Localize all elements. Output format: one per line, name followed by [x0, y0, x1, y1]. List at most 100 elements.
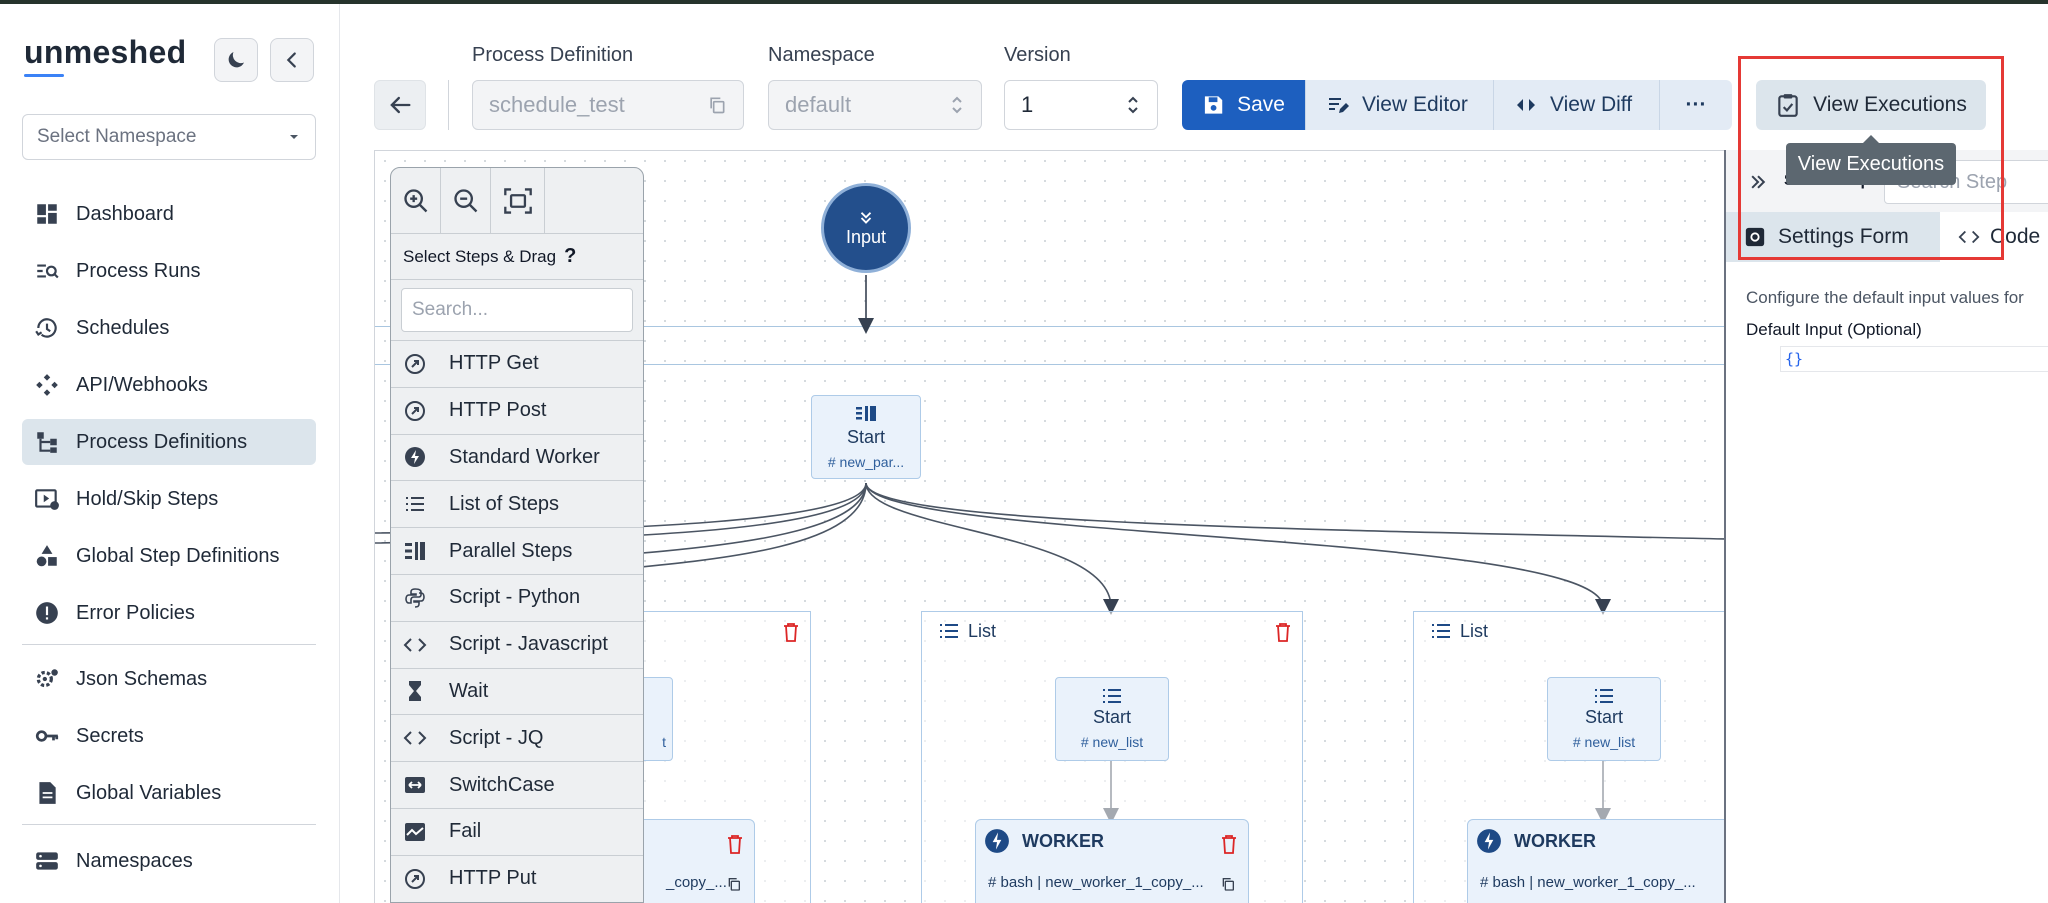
palette-item-http-put[interactable]: HTTP Put: [391, 854, 643, 902]
palette-item-label: Script - JQ: [449, 726, 544, 749]
process-runs-icon: [37, 264, 59, 279]
process-definition-field[interactable]: schedule_test: [472, 80, 744, 130]
palette-item-script-javascript[interactable]: Script - Javascript: [391, 620, 643, 668]
process-definition-value: schedule_test: [489, 92, 625, 117]
view-executions-button[interactable]: View Executions: [1756, 80, 1986, 130]
zoom-out-button[interactable]: [441, 168, 491, 234]
sidebar-item-global-step-definitions[interactable]: Global Step Definitions: [22, 533, 316, 579]
list-start-title: Start: [1584, 706, 1623, 727]
expand-panel-icon[interactable]: [1748, 172, 1768, 192]
sidebar-item-namespaces[interactable]: Namespaces: [22, 838, 316, 884]
worker-sub: # bash | new_worker_1_copy_...: [988, 874, 1204, 891]
sidebar-item-label: Error Policies: [76, 601, 195, 624]
list-icon: [406, 497, 424, 512]
theme-toggle-button[interactable]: [214, 38, 258, 82]
app-logo: unmeshed: [24, 34, 187, 70]
tab-settings-form[interactable]: Settings Form: [1726, 212, 1940, 262]
copy-icon[interactable]: [1220, 876, 1236, 892]
list-icon: [1103, 688, 1121, 703]
code-icon: [1958, 230, 1980, 244]
palette-item-label: Wait: [449, 679, 489, 702]
list-start-sub-partial: t: [662, 734, 666, 750]
palette-item-wait[interactable]: Wait: [391, 667, 643, 715]
palette-item-http-get[interactable]: HTTP Get: [391, 340, 643, 387]
view-diff-button[interactable]: View Diff: [1494, 80, 1660, 130]
help-icon[interactable]: ?: [564, 245, 577, 267]
worker-node[interactable]: WORKER # bash | new_worker_1_copy_...: [1467, 819, 1724, 903]
default-input-editor[interactable]: {}: [1780, 346, 2048, 372]
sidebar-item-hold-skip-steps[interactable]: Hold/Skip Steps: [22, 476, 316, 522]
worker-header: WORKER: [984, 828, 1104, 854]
sidebar-item-label: Json Schemas: [76, 667, 208, 690]
arrow-left-icon: [390, 96, 411, 114]
palette-item-script-python[interactable]: Script - Python: [391, 573, 643, 621]
palette-item-label: Standard Worker: [449, 445, 600, 468]
palette-item-label: Fail: [449, 820, 482, 843]
sidebar-item-api-webhooks[interactable]: API/Webhooks: [22, 362, 316, 408]
copy-icon[interactable]: [707, 95, 727, 115]
worker-sub-partial: _copy_...: [666, 874, 727, 891]
trash-icon[interactable]: [1220, 834, 1238, 854]
palette-item-standard-worker[interactable]: Standard Worker: [391, 433, 643, 481]
sidebar-item-label: Global Variables: [76, 781, 222, 804]
parallel-start-node[interactable]: Start # new_par...: [811, 395, 921, 479]
palette-item-script-jq[interactable]: Script - JQ: [391, 714, 643, 761]
sidebar-item-json-schemas[interactable]: Json Schemas: [22, 656, 316, 702]
sidebar-item-schedules[interactable]: Schedules: [22, 305, 316, 351]
zoom-in-button[interactable]: [391, 168, 441, 234]
json-schemas-icon: [36, 669, 58, 688]
sidebar-item-global-variables[interactable]: Global Variables: [22, 770, 316, 816]
palette-item-label: Parallel Steps: [449, 539, 573, 562]
trash-icon[interactable]: [782, 622, 800, 642]
more-options-label: ···: [1685, 93, 1707, 116]
sidebar-item-error-policies[interactable]: Error Policies: [22, 590, 316, 636]
tab-settings-label: Settings Form: [1778, 225, 1909, 248]
python-icon: [405, 588, 425, 608]
list-start-node[interactable]: Start # new_list: [1055, 677, 1169, 761]
webhooks-icon: [36, 374, 58, 396]
sidebar: unmeshed Select Namespace Dashboard Proc…: [0, 4, 340, 903]
namespace-field[interactable]: default: [768, 80, 982, 130]
palette-search-input[interactable]: Search...: [401, 288, 633, 332]
fit-view-button[interactable]: [491, 168, 545, 234]
palette-item-switchcase[interactable]: SwitchCase: [391, 761, 643, 808]
palette-item-list-of-steps[interactable]: List of Steps: [391, 480, 643, 527]
version-label: Version: [1004, 44, 1071, 66]
palette-item-http-post[interactable]: HTTP Post: [391, 386, 643, 434]
parallel-icon: [856, 405, 876, 421]
namespace-select[interactable]: Select Namespace: [22, 114, 316, 160]
back-button[interactable]: [374, 80, 426, 130]
worker-icon: [985, 829, 1009, 853]
version-select[interactable]: 1: [1004, 80, 1158, 130]
input-node[interactable]: Input: [821, 183, 911, 273]
save-button[interactable]: Save: [1182, 80, 1306, 130]
sidebar-item-dashboard[interactable]: Dashboard: [22, 191, 316, 237]
list-header: List: [922, 612, 1302, 650]
settings-description: Configure the default input values for: [1746, 288, 2024, 307]
input-node-label: Input: [845, 226, 887, 247]
version-value: 1: [1021, 92, 1034, 117]
http-icon: [405, 400, 425, 421]
code-icon: [403, 637, 427, 652]
worker-node[interactable]: WORKER # bash | new_worker_1_copy_...: [975, 819, 1249, 903]
sidebar-item-process-runs[interactable]: Process Runs: [22, 248, 316, 294]
sidebar-item-secrets[interactable]: Secrets: [22, 713, 316, 759]
save-label: Save: [1237, 93, 1285, 116]
clipboard-check-icon: [1778, 94, 1798, 117]
sidebar-item-label: Dashboard: [76, 202, 174, 225]
diff-icon: [1517, 99, 1535, 111]
palette-item-fail[interactable]: Fail: [391, 807, 643, 855]
list-start-title: Start: [1092, 706, 1131, 727]
collapse-sidebar-button[interactable]: [270, 38, 314, 82]
trash-icon[interactable]: [1274, 622, 1292, 642]
gear-icon: [1745, 227, 1765, 247]
more-options-button[interactable]: ···: [1660, 80, 1732, 130]
list-start-node[interactable]: Start # new_list: [1547, 677, 1661, 761]
sidebar-item-process-definitions[interactable]: Process Definitions: [22, 419, 316, 465]
trash-icon[interactable]: [726, 834, 744, 854]
sidebar-item-label: Namespaces: [76, 849, 193, 872]
copy-icon[interactable]: [726, 876, 742, 892]
view-editor-button[interactable]: View Editor: [1306, 80, 1494, 130]
error-policies-icon: [36, 602, 58, 624]
palette-item-parallel-steps[interactable]: Parallel Steps: [391, 527, 643, 574]
